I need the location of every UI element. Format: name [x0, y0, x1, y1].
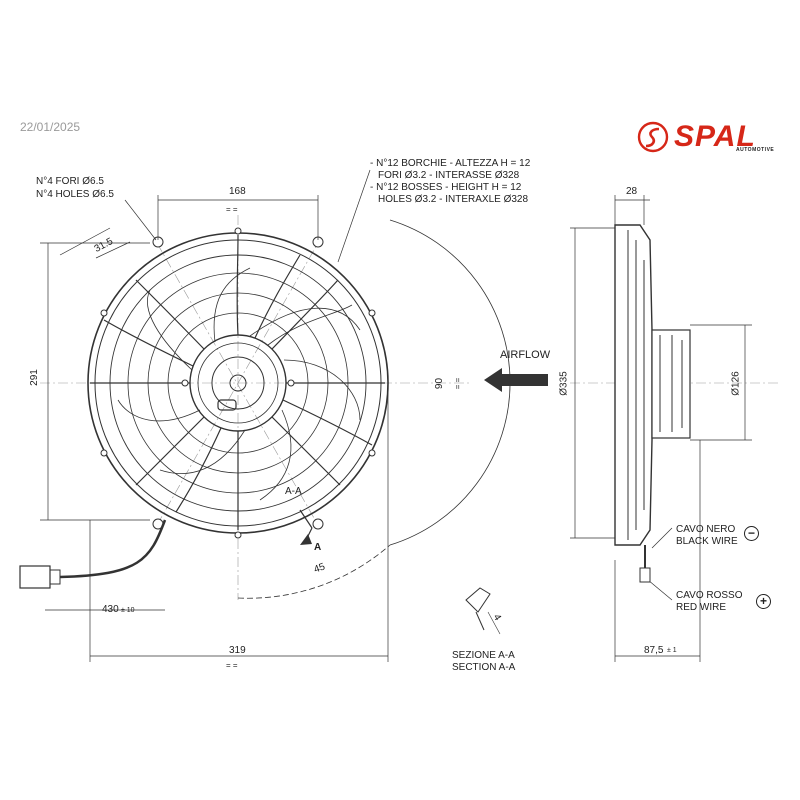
- grille-spokes: [90, 234, 385, 530]
- fan-blades: [117, 267, 361, 501]
- dim-87-5: 87,5: [644, 645, 664, 656]
- red-wire-label-en: RED WIRE: [676, 602, 726, 613]
- section-title-it: SEZIONE A-A: [452, 650, 515, 661]
- bosses-note-it-2: FORI Ø3.2 - INTERASSE Ø328: [378, 170, 520, 181]
- power-cable: [19, 519, 167, 589]
- dim-126: Ø126: [730, 371, 742, 396]
- section-mark-label: A: [314, 542, 322, 553]
- fan-front-view: [19, 227, 389, 589]
- black-wire-label-en: BLACK WIRE: [676, 536, 738, 547]
- brand-subtitle: AUTOMOTIVE: [736, 147, 775, 153]
- dim-28: 28: [626, 186, 638, 197]
- motor-hub: [211, 356, 265, 411]
- drawing-date: 22/01/2025: [20, 120, 81, 134]
- fan-side-view: [614, 224, 691, 583]
- dim-87-5-tolerance: ± 1: [667, 647, 677, 654]
- positive-terminal-icon: +: [756, 594, 771, 609]
- section-cut-marker: [299, 509, 313, 545]
- black-wire-label-it: CAVO NERO: [676, 524, 736, 535]
- dim-168: 168: [229, 186, 246, 197]
- dim-335: Ø335: [558, 371, 570, 396]
- bosses-note-en-1: - N°12 BOSSES - HEIGHT H = 12: [370, 182, 522, 193]
- airflow-arrow-icon: [484, 368, 548, 392]
- dim-291: 291: [28, 369, 40, 386]
- brand-name: SPAL: [674, 120, 756, 153]
- dim-319-equal-mark: = =: [226, 661, 238, 670]
- bosses-note-en-2: HOLES Ø3.2 - INTERAXLE Ø328: [378, 194, 529, 205]
- spal-logo: SPAL AUTOMOTIVE: [636, 120, 786, 160]
- dimension-lines: [40, 169, 752, 662]
- dim-90: 90: [434, 377, 446, 390]
- airflow-label: AIRFLOW: [500, 349, 551, 361]
- holes-note-it: N°4 FORI Ø6.5: [36, 176, 104, 187]
- red-wire-label-it: CAVO ROSSO: [676, 590, 743, 601]
- holes-note-en: N°4 HOLES Ø6.5: [36, 189, 114, 200]
- dim-90-equal-mark: = =: [453, 377, 463, 390]
- section-detail: [465, 587, 501, 635]
- section-cut-label: A-A: [285, 486, 302, 497]
- dim-430: 430: [102, 604, 119, 615]
- negative-terminal-icon: −: [744, 526, 759, 541]
- dim-430-tolerance: ± 10: [121, 607, 135, 614]
- dim-319: 319: [229, 645, 246, 656]
- section-title-en: SECTION A-A: [452, 662, 516, 673]
- dim-168-equal-mark: = =: [226, 205, 238, 214]
- bosses-note-it-1: - N°12 BORCHIE - ALTEZZA H = 12: [370, 158, 531, 169]
- spal-logo-mark-icon: [637, 121, 669, 153]
